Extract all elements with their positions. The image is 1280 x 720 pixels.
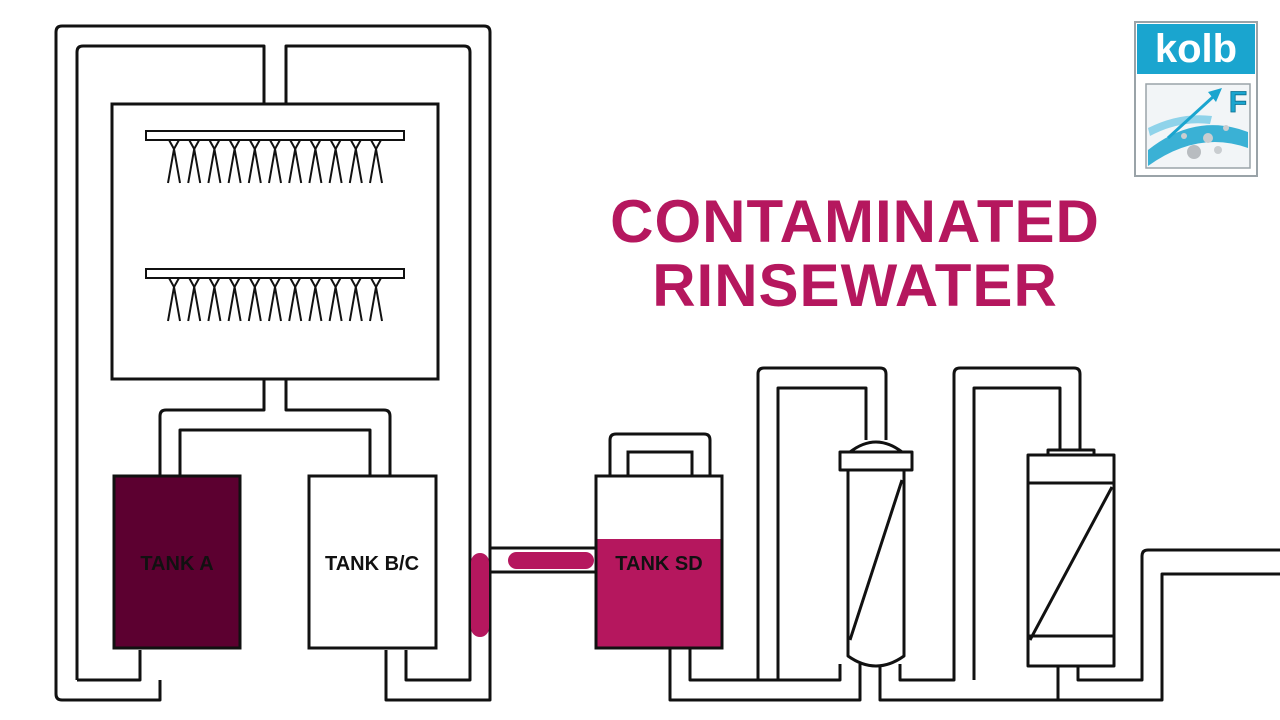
spray-jet: [288, 148, 303, 184]
spray-jet: [268, 148, 282, 184]
tank-bc: [307, 474, 438, 650]
spray-bar-lower: [145, 268, 405, 322]
spray-jet: [369, 286, 383, 322]
spray-nozzle: [268, 139, 282, 152]
spray-jet: [187, 148, 202, 184]
spray-jet: [369, 148, 383, 184]
spray-jet: [247, 148, 262, 184]
spray-jet: [328, 286, 343, 322]
spray-nozzle: [288, 139, 302, 152]
spray-nozzle: [349, 277, 363, 290]
headline-line-2: RINSEWATER: [652, 252, 1058, 319]
headline: CONTAMINATED RINSEWATER: [560, 190, 1150, 318]
spray-jet: [268, 286, 282, 322]
highlight-pipe-horizontal: [508, 552, 594, 569]
outer-pipe-loop: [54, 24, 492, 702]
spray-jet: [187, 286, 202, 322]
spray-nozzle: [167, 139, 181, 152]
spray-nozzle: [288, 277, 302, 290]
spray-jet: [207, 286, 222, 322]
spray-nozzle: [369, 139, 383, 152]
spray-nozzle: [349, 139, 363, 152]
spray-jet: [207, 148, 222, 184]
wash-chamber: [110, 102, 440, 381]
spray-nozzle: [207, 139, 222, 152]
spray-jet: [308, 148, 323, 184]
filter-pipes: [668, 366, 1280, 702]
highlight-pipe-vertical: [471, 553, 489, 637]
spray-nozzle: [328, 139, 343, 152]
spray-nozzle: [328, 277, 343, 290]
spray-nozzle: [207, 277, 222, 290]
headline-line-1: CONTAMINATED: [610, 188, 1100, 255]
kolb-logo: F: [1134, 21, 1258, 177]
spray-nozzle: [187, 139, 201, 152]
filter-2: [1026, 448, 1116, 668]
spray-jet: [288, 286, 303, 322]
spray-nozzle: [268, 277, 282, 290]
spray-jet: [247, 286, 262, 322]
spray-nozzle: [308, 277, 323, 290]
logo-badge-letter: F: [1229, 86, 1247, 119]
logo-wordmark: kolb: [1154, 27, 1238, 71]
spray-jet: [348, 148, 363, 184]
spray-jet: [167, 148, 181, 184]
spray-jet: [348, 286, 363, 322]
spray-jet: [227, 148, 242, 184]
tank-a-label: TANK A: [140, 553, 213, 575]
spray-nozzle: [248, 139, 262, 152]
spray-nozzle: [227, 277, 242, 290]
spray-nozzle: [167, 277, 181, 290]
spray-jet: [167, 286, 181, 322]
spray-jet: [308, 286, 323, 322]
tank-sd: [594, 432, 724, 650]
spray-jet: [227, 286, 242, 322]
tank-a: [112, 474, 242, 650]
spray-nozzle: [187, 277, 201, 290]
filter-1: [838, 440, 914, 668]
connector-pipe: [490, 546, 596, 574]
tank-sd-label: TANK SD: [615, 553, 702, 575]
spray-nozzle: [369, 277, 383, 290]
spray-nozzle: [308, 139, 323, 152]
tank-bc-label: TANK B/C: [325, 553, 419, 575]
drain-pipes: [158, 379, 392, 476]
spray-bar-upper: [145, 130, 405, 184]
spray-jet: [328, 148, 343, 184]
spray-nozzle: [248, 277, 262, 290]
spray-nozzle: [227, 139, 242, 152]
